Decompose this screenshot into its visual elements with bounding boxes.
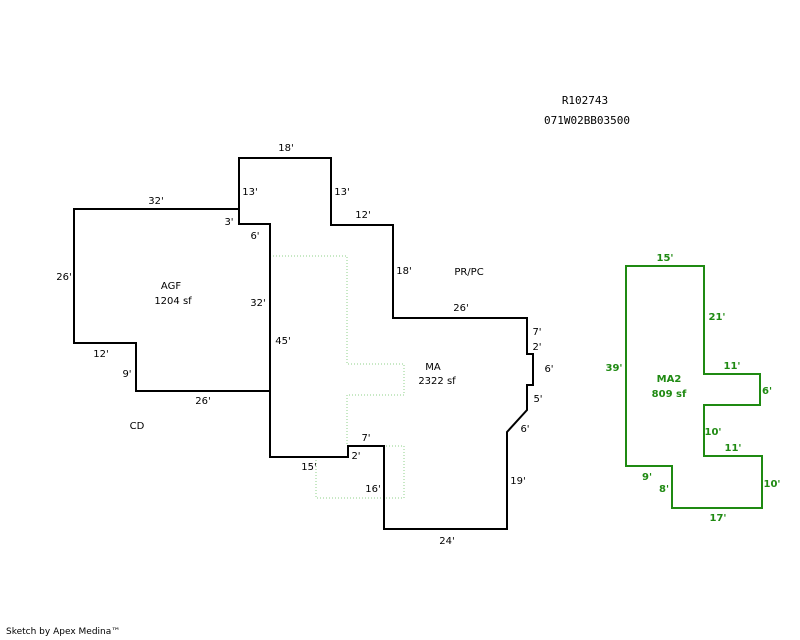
agf-name: AGF	[161, 281, 181, 292]
dim-label: 9'	[642, 472, 652, 483]
dim-label: 26'	[56, 272, 71, 283]
ma2-outline	[625, 265, 763, 509]
ma-size: 2322 sf	[418, 376, 456, 387]
dim-label: 7'	[361, 433, 370, 444]
footer-credit: Sketch by Apex Medina™	[6, 627, 121, 637]
dim-label: 10'	[764, 479, 781, 490]
dim-label: 7'	[532, 327, 541, 338]
dim-label: 26'	[195, 396, 210, 407]
dim-label: 11'	[724, 361, 741, 372]
dim-label: 26'	[453, 303, 468, 314]
dim-label: 15'	[657, 253, 674, 264]
dim-label: 45'	[275, 336, 290, 347]
dim-label: 6'	[250, 231, 259, 242]
dim-label: 12'	[93, 349, 108, 360]
ma2-name: MA2	[657, 374, 682, 385]
dim-label: 10'	[705, 427, 722, 438]
dim-label: 39'	[606, 363, 623, 374]
dim-label: 8'	[659, 484, 669, 495]
dim-label: 6'	[544, 364, 553, 375]
dim-label: 6'	[762, 386, 772, 397]
dim-label: 24'	[439, 536, 454, 547]
parcel-id: R102743	[562, 94, 608, 107]
ma-name: MA	[425, 362, 441, 373]
dim-label: 17'	[710, 513, 727, 524]
map-number: 071W02BB03500	[544, 114, 630, 127]
agf-size: 1204 sf	[154, 296, 192, 307]
dim-label: 15'	[301, 462, 316, 473]
dim-label: 2'	[351, 451, 360, 462]
dotted-outline	[270, 255, 405, 499]
dim-label: 18'	[278, 143, 293, 154]
dim-label: 18'	[396, 266, 411, 277]
dim-label: 12'	[355, 210, 370, 221]
dim-label: 3'	[224, 217, 233, 228]
dim-label: 13'	[242, 187, 257, 198]
dim-label: 13'	[334, 187, 349, 198]
dim-label: 5'	[533, 394, 542, 405]
ma2-size: 809 sf	[652, 389, 687, 400]
dim-label: 32'	[250, 298, 265, 309]
ma-outline	[238, 157, 534, 530]
dim-label: 9'	[122, 369, 131, 380]
dim-label: 32'	[148, 196, 163, 207]
dim-label: 2'	[532, 342, 541, 353]
dim-label: 16'	[365, 484, 380, 495]
dim-label: 19'	[510, 476, 525, 487]
dim-label: 21'	[709, 312, 726, 323]
pr-pc-label: PR/PC	[454, 267, 483, 278]
dim-label: 11'	[725, 443, 742, 454]
cd-label: CD	[130, 421, 145, 432]
dim-label: 6'	[520, 424, 529, 435]
